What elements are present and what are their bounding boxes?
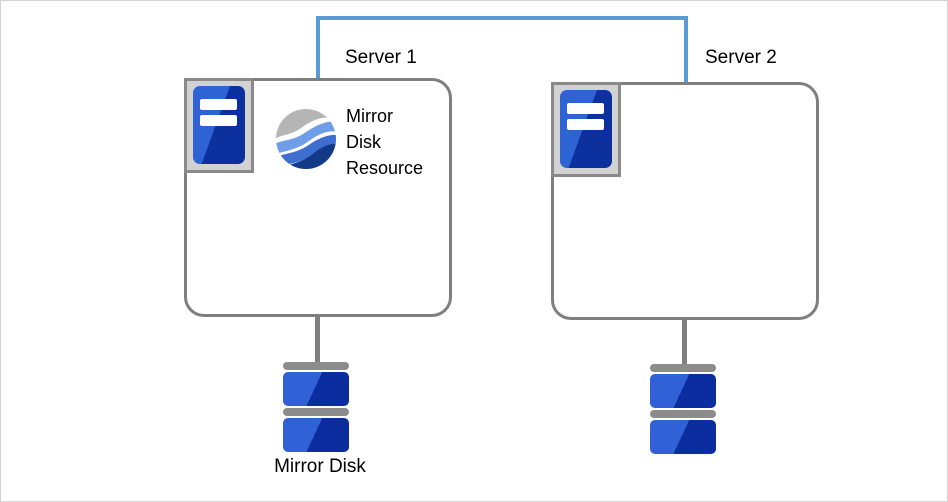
server-tower-slot [567, 103, 604, 114]
interconnect-line-horizontal [316, 16, 688, 20]
mirror-disk-label: Mirror Disk [274, 456, 366, 477]
server-tower-slot [567, 119, 604, 130]
disk-cap [283, 408, 349, 416]
disk-cap [650, 410, 716, 418]
server2-icon-plate [551, 82, 621, 177]
server1-label: Server 1 [345, 47, 417, 68]
disk-platter [283, 418, 349, 452]
server2-disk-connector [682, 318, 687, 365]
disk-stack-icon-right [650, 364, 716, 455]
server1-disk-connector [315, 314, 320, 363]
disk-cap [283, 362, 349, 370]
server-tower-slot [200, 99, 237, 110]
mirror-waves-globe-icon [276, 109, 336, 169]
disk-stack-icon-left [283, 362, 349, 453]
interconnect-line-left-drop [316, 16, 320, 78]
disk-platter [650, 420, 716, 454]
interconnect-line-right-drop [684, 16, 688, 82]
server-tower-icon [560, 90, 612, 168]
server2-label: Server 2 [705, 47, 777, 68]
disk-platter [650, 374, 716, 408]
server-tower-icon [193, 86, 245, 164]
server1-icon-plate [184, 78, 254, 173]
disk-cap [650, 364, 716, 372]
mirror-disk-resource-label: Mirror Disk Resource [346, 106, 424, 178]
server-tower-slot [200, 115, 237, 126]
disk-platter [283, 372, 349, 406]
